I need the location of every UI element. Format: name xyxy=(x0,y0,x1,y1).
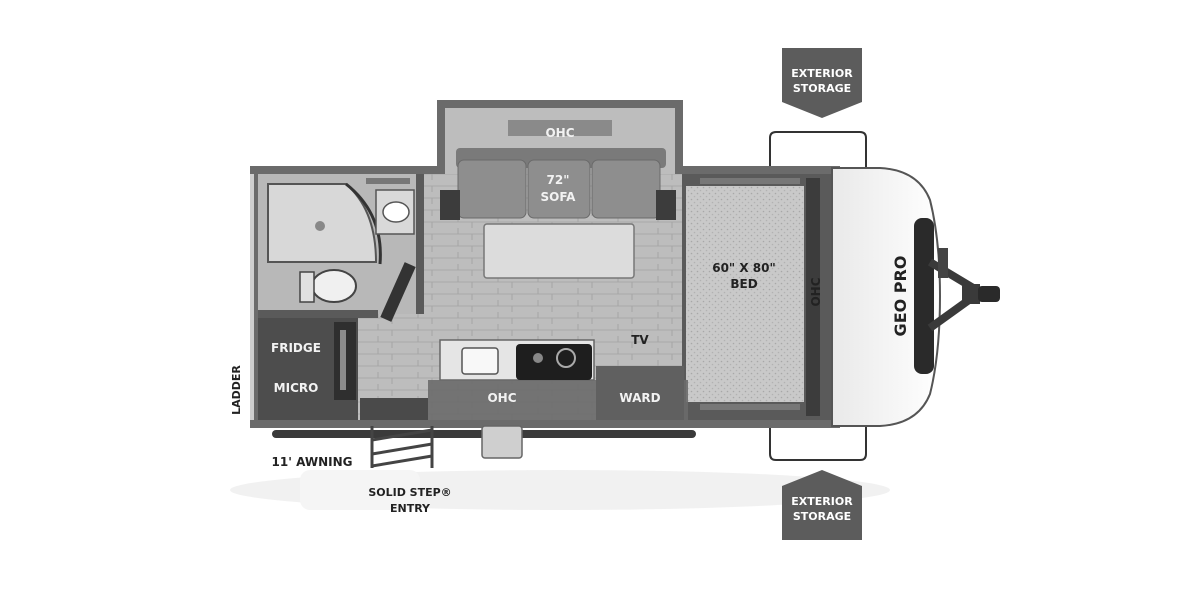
sofa-cushion-middle xyxy=(527,159,591,219)
bathroom-wall xyxy=(416,174,424,314)
bed-side-panel-bottom xyxy=(700,404,800,410)
front-storage-outline-top xyxy=(769,131,867,168)
hitch xyxy=(927,248,1000,332)
bathroom-door xyxy=(380,262,416,322)
ext-storage-top-line1: EXTERIOR xyxy=(791,67,853,80)
ottoman xyxy=(483,223,635,279)
label-bed: BED xyxy=(730,277,757,291)
sofa-cushion-left xyxy=(457,159,527,219)
sofa-arm-right xyxy=(656,190,676,220)
front-storage-outline-bottom xyxy=(769,426,867,461)
exterior-storage-badge-bottom: EXTERIOR STORAGE xyxy=(782,470,862,540)
ohc-top-cabinet xyxy=(508,120,612,136)
ext-storage-bottom-line2: STORAGE xyxy=(793,510,851,523)
ext-storage-bottom-line1: EXTERIOR xyxy=(791,495,853,508)
label-entry-line1: SOLID STEP® xyxy=(368,486,451,499)
label-ohc-kitchen: OHC xyxy=(487,391,516,405)
burner-left xyxy=(533,353,543,363)
cooktop xyxy=(516,344,592,380)
towel-bar xyxy=(366,178,410,184)
toilet-tank xyxy=(299,271,315,303)
label-fridge: FRIDGE xyxy=(271,341,321,355)
entry-step xyxy=(481,425,523,459)
entry-door xyxy=(360,398,428,420)
solid-step xyxy=(370,426,434,468)
fridge-handle xyxy=(340,330,346,390)
front-cap-window xyxy=(914,218,934,374)
toilet xyxy=(311,269,357,303)
label-entry-line2: ENTRY xyxy=(390,502,431,515)
brand-logo: GEO PRO xyxy=(891,256,910,337)
front-cap xyxy=(831,167,942,427)
shower-drain xyxy=(315,221,325,231)
label-micro: MICRO xyxy=(274,381,319,395)
sofa-cushion-right xyxy=(591,159,661,219)
ground-shadow xyxy=(230,470,890,510)
ext-storage-top-line2: STORAGE xyxy=(793,82,851,95)
label-bed-size: 60" X 80" xyxy=(712,261,776,275)
label-sofa-size: 72" xyxy=(547,173,570,187)
label-sofa: SOFA xyxy=(541,190,577,204)
label-ohc-front: OHC xyxy=(809,277,823,306)
label-ladder: LADDER xyxy=(230,365,243,415)
label-awning: 11' AWNING xyxy=(272,455,353,469)
bathroom-wall-bottom xyxy=(258,310,378,318)
label-tv: TV xyxy=(631,333,649,347)
sofa-arm-left xyxy=(440,190,460,220)
burner-right xyxy=(556,348,576,368)
label-ohc-top: OHC xyxy=(545,126,574,140)
bathroom-sink xyxy=(382,201,410,223)
bed-headboard-ohc xyxy=(806,178,820,416)
kitchen-sink xyxy=(461,347,499,375)
shower-door xyxy=(345,182,382,265)
bed-mattress xyxy=(686,186,804,402)
exterior-storage-badge-top: EXTERIOR STORAGE xyxy=(782,48,862,118)
wardrobe xyxy=(596,366,684,420)
bed-side-panel-top xyxy=(700,178,800,184)
label-ward: WARD xyxy=(619,391,660,405)
